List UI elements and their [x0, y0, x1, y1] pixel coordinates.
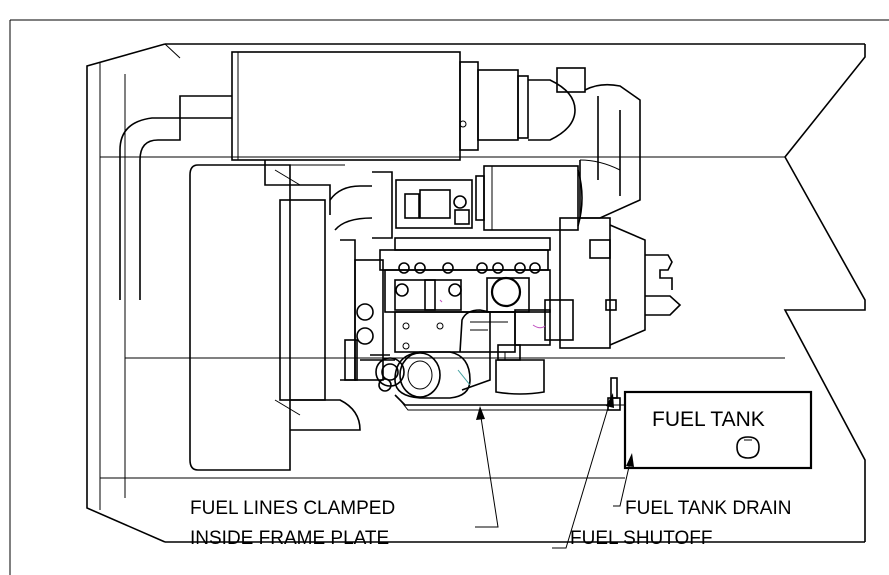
- fuel-filter: [475, 165, 583, 231]
- alternator: [344, 303, 405, 392]
- fuel-shutoff-label: FUEL SHUTOFF: [570, 528, 713, 549]
- fuel-lines-label-line2: INSIDE FRAME PLATE: [190, 528, 389, 549]
- oil-filter-pipe: [360, 309, 491, 399]
- radiator: [189, 160, 361, 471]
- wiring: [439, 299, 546, 329]
- leader-lines: [475, 393, 634, 549]
- fuel-tank-label: FUEL TANK: [652, 408, 765, 431]
- exhaust-elbow: [579, 83, 641, 219]
- fuel-tank-drain-label: FUEL TANK DRAIN: [625, 498, 791, 519]
- page-border: [9, 19, 889, 575]
- fuel-tank: FUEL TANK: [623, 390, 813, 470]
- muffler: [231, 51, 586, 161]
- base-frame: [86, 43, 866, 543]
- engine-block: [340, 237, 574, 381]
- fuel-lines-label-line1: FUEL LINES CLAMPED: [190, 498, 395, 519]
- coolant-reservoir: [495, 352, 545, 395]
- manifold-bracket: [329, 171, 473, 239]
- intake-elbow: [119, 95, 232, 300]
- callout-labels: FUEL LINES CLAMPED INSIDE FRAME PLATE FU…: [190, 498, 791, 549]
- generator-end: [559, 217, 682, 349]
